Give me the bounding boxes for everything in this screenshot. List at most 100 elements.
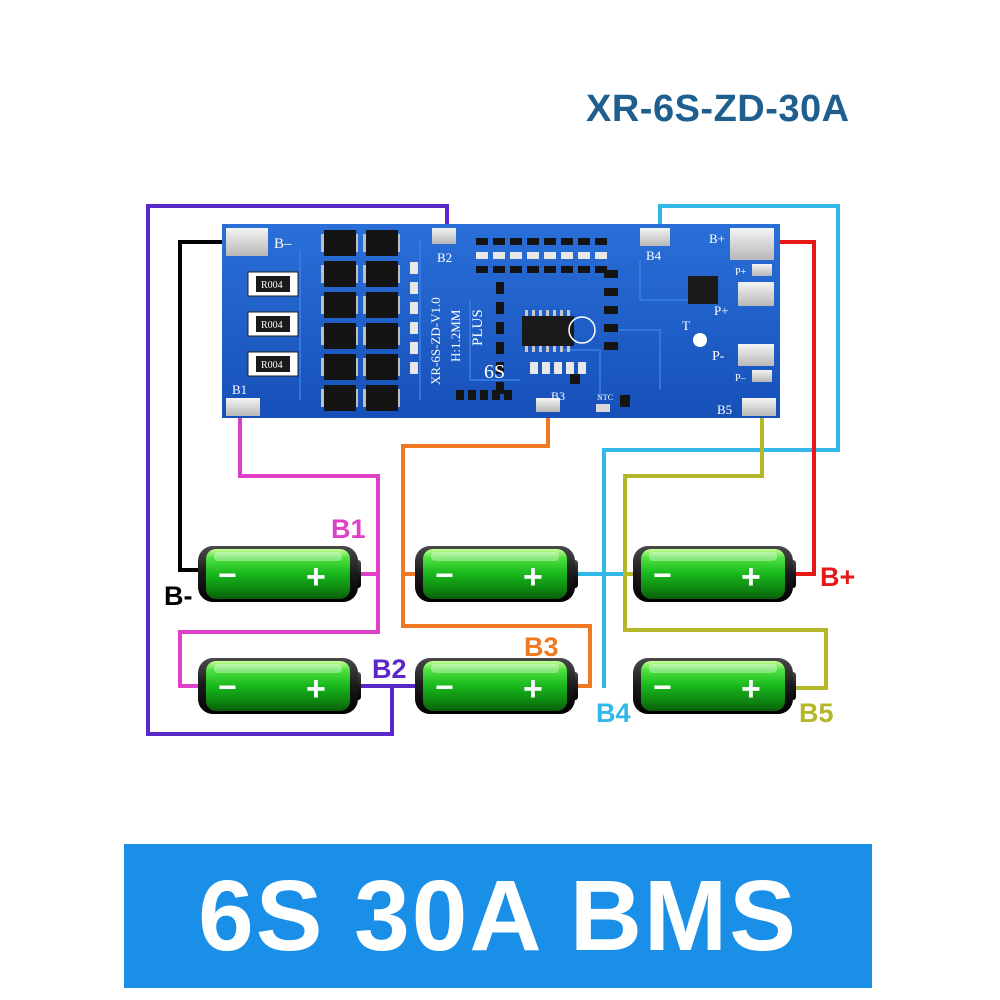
smd-part (493, 266, 505, 273)
smd-part (544, 252, 556, 259)
smd-part (604, 306, 618, 314)
cell-minus-sign: − (218, 669, 237, 705)
battery-cells: − + − + − + − + (198, 546, 796, 714)
bms-board: B– B2 B4 B+ P+ P+ P- P– B1 B3 B5 T NTC R… (222, 224, 780, 418)
resistor-label: R004 (261, 280, 283, 291)
pad-b3 (536, 398, 560, 412)
mosfet-lead (363, 296, 367, 314)
pad-label-b2: B2 (437, 250, 452, 265)
battery-cell: − + (633, 658, 796, 714)
cell-minus-sign: − (435, 557, 454, 593)
wire-b1 (178, 412, 380, 688)
pad-b-plus (730, 228, 774, 260)
ntc-label: NTC (597, 393, 613, 402)
cell-minus-sign: − (653, 669, 672, 705)
pad-label-p-minus: P- (712, 349, 725, 364)
banner-title: 6S 30A BMS (198, 859, 798, 972)
smd-part (561, 238, 573, 245)
smd-part (496, 282, 504, 294)
pad-p-plus-small (752, 264, 772, 276)
wire-b3 (401, 410, 592, 688)
silk-series: 6S (484, 361, 505, 383)
smd-part (595, 238, 607, 245)
ntc-part (596, 404, 610, 412)
mosfet-lead (321, 358, 325, 376)
smd-part (410, 282, 418, 294)
smd-part (504, 390, 512, 400)
pad-p-minus (738, 344, 774, 366)
pad-label-t: T (682, 318, 690, 333)
mosfet (366, 230, 398, 256)
pad-p-plus (738, 282, 774, 306)
mosfet-lead (363, 389, 367, 407)
wire-b4 (602, 204, 840, 688)
label-b-plus: B+ (820, 562, 855, 592)
mosfet (324, 261, 356, 287)
mosfet (324, 385, 356, 411)
mosfet-lead (363, 327, 367, 345)
mosfet (366, 292, 398, 318)
smd-part (595, 252, 607, 259)
battery-cell: − + (415, 546, 578, 602)
cell-plus-sign: + (523, 558, 543, 596)
mosfet-lead (321, 296, 325, 314)
pad-label-p-plus: P+ (714, 303, 729, 318)
label-b-minus: B- (164, 581, 193, 611)
smd-part (604, 288, 618, 296)
smd-part (410, 362, 418, 374)
mosfet (366, 261, 398, 287)
mosfet-lead (321, 327, 325, 345)
pad-b1 (226, 398, 260, 416)
pad-p-minus-small (752, 370, 772, 382)
battery-cell: − + (415, 658, 578, 714)
mosfet-array (321, 230, 400, 411)
mounting-circle (568, 316, 596, 344)
cell-plus-sign: + (306, 670, 326, 708)
smd-part (604, 324, 618, 332)
shunt-resistors: R004 R004 R004 (247, 271, 299, 377)
smd-part (554, 362, 562, 374)
wire-b-minus (178, 240, 240, 572)
smd-part (510, 266, 522, 273)
smd-part (620, 395, 630, 407)
smd-part (578, 238, 590, 245)
smd-part (492, 390, 500, 400)
smd-part (578, 252, 590, 259)
smd-part (566, 362, 574, 374)
smd-part (480, 390, 488, 400)
smd-part (493, 238, 505, 245)
smd-part (527, 266, 539, 273)
silk-plus: PLUS (470, 309, 486, 346)
pad-label-b-plus: B+ (709, 231, 725, 246)
mosfet-lead (321, 234, 325, 252)
smd-part (410, 342, 418, 354)
test-hole (693, 333, 707, 347)
smd-part (496, 322, 504, 334)
resistor-label: R004 (261, 320, 283, 331)
cell-minus-sign: − (218, 557, 237, 593)
pad-label-b1: B1 (232, 382, 247, 397)
smd-components (410, 238, 630, 407)
cell-minus-sign: − (435, 669, 454, 705)
battery-cell: − + (198, 546, 361, 602)
mosfet (366, 385, 398, 411)
pad-b4 (640, 228, 670, 246)
mosfet-lead (321, 389, 325, 407)
mosfet (324, 230, 356, 256)
smd-part (476, 238, 488, 245)
pad-label-b3: B3 (551, 389, 565, 403)
cell-minus-sign: − (653, 557, 672, 593)
mosfet (366, 323, 398, 349)
smd-part (544, 238, 556, 245)
pad-label-b-minus: B– (274, 236, 292, 252)
silk-board-id: XR-6S-ZD-V1.0 (428, 297, 443, 385)
smd-part (510, 252, 522, 259)
mosfet-lead (363, 234, 367, 252)
mosfet-small (688, 276, 718, 304)
pad-label-b5: B5 (717, 402, 732, 417)
pad-label-p-plus-small: P+ (735, 267, 747, 278)
smd-part (561, 252, 573, 259)
mosfet (324, 323, 356, 349)
pad-label-p-minus-small: P– (735, 373, 747, 384)
